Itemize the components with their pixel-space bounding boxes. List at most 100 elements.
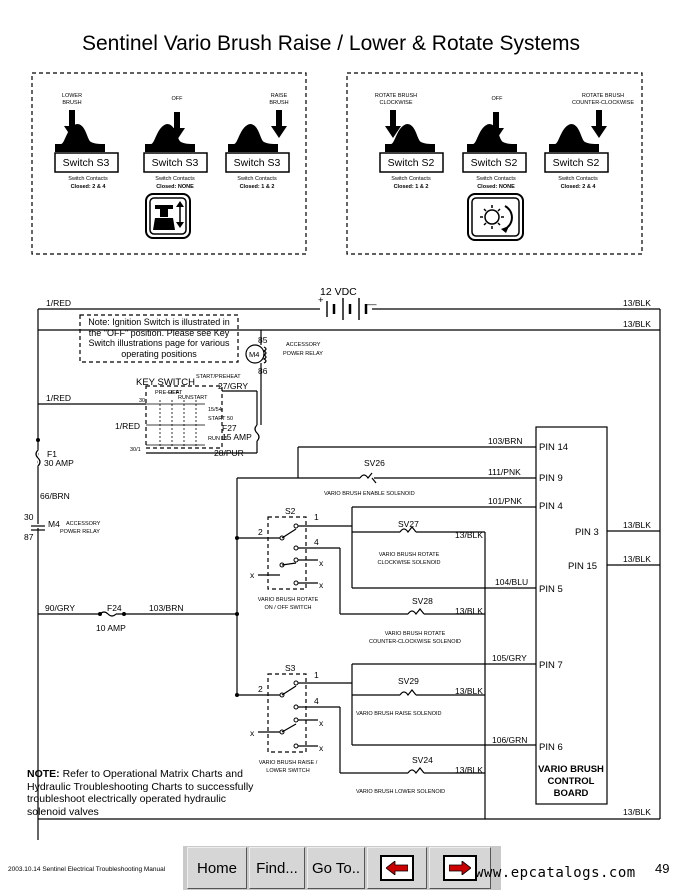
solenoid-label: VARIO BRUSH ENABLE SOLENOID: [324, 491, 415, 497]
next-page-button[interactable]: [429, 847, 491, 889]
wire-label: 104/BLU: [495, 577, 528, 587]
contacts-value: Closed: NONE: [156, 184, 194, 190]
solenoid-id: SV28: [412, 596, 433, 606]
pin-label: PIN 4: [539, 501, 563, 512]
solenoid-id: SV26: [364, 458, 385, 468]
svg-text:VARIO BRUSH RAISE /: VARIO BRUSH RAISE /: [259, 760, 318, 766]
wire-label: 13/BLK: [455, 765, 483, 775]
board-label: VARIO BRUSH: [538, 764, 604, 775]
svg-text:x: x: [250, 570, 255, 580]
fuse-label: 30 AMP: [44, 458, 74, 468]
svg-text:LOWER SWITCH: LOWER SWITCH: [266, 768, 309, 774]
s3-lower-brush: LOWER BRUSH Switch S3 Switch Contacts Cl…: [54, 93, 119, 190]
wire-label: 111/PNK: [488, 467, 521, 477]
board-label: BOARD: [554, 788, 589, 799]
wire-label: 13/BLK: [623, 554, 651, 564]
svg-text:OFF: OFF: [168, 390, 180, 396]
svg-text:x: x: [319, 558, 324, 568]
find-button[interactable]: Find...: [249, 847, 305, 889]
page-title: Sentinel Vario Brush Raise / Lower & Rot…: [82, 32, 581, 55]
left-arrow-icon: [380, 855, 414, 881]
s3-item-label: BRUSH: [62, 100, 81, 106]
home-button[interactable]: Home: [187, 847, 247, 889]
s2-rotate-counter-clockwise: ROTATE BRUSH COUNTER-CLOCKWISE Switch S2…: [544, 93, 634, 190]
wire-label: 13/BLK: [623, 520, 651, 530]
solenoid-id: SV27: [398, 519, 419, 529]
solenoid-label: VARIO BRUSH ROTATE: [379, 552, 440, 558]
svg-text:x: x: [250, 728, 255, 738]
note-text: Refer to Operational Matrix Charts and H…: [27, 768, 254, 818]
svg-text:4: 4: [314, 696, 319, 706]
solenoid-label: VARIO BRUSH LOWER SOLENOID: [356, 789, 445, 795]
wire-label: 13/BLK: [455, 530, 483, 540]
svg-text:S3: S3: [285, 663, 296, 673]
svg-text:1: 1: [314, 670, 319, 680]
svg-text:POWER RELAY: POWER RELAY: [60, 529, 100, 535]
contacts-value: Closed: 2 & 4: [71, 184, 107, 190]
s3-switch-label: Switch S3: [152, 157, 199, 169]
contacts-label: Switch Contacts: [558, 176, 598, 182]
switch-s3: S3 1 2 4 x x x VARIO BRUSH RAISE / LOWER…: [237, 663, 352, 774]
bottom-note: NOTE: Refer to Operational Matrix Charts…: [27, 768, 267, 818]
contacts-label: Switch Contacts: [476, 176, 516, 182]
s3-item-label: RAISE: [271, 93, 288, 99]
svg-text:PRE-HEAT: PRE-HEAT: [155, 390, 183, 396]
svg-text:1: 1: [314, 512, 319, 522]
s2-rotate-clockwise: ROTATE BRUSH CLOCKWISE Switch S2 Switch …: [375, 93, 444, 190]
pin-label: PIN 3: [575, 527, 599, 538]
brush-lift-icon: [145, 193, 191, 239]
goto-button[interactable]: Go To..: [307, 847, 365, 889]
wire-label: 13/BLK: [455, 686, 483, 696]
pin-label: PIN 6: [539, 742, 563, 753]
svg-text:87: 87: [24, 532, 34, 542]
svg-text:M4: M4: [249, 350, 259, 359]
svg-text:x: x: [319, 743, 324, 753]
brush-rotate-icon: [467, 193, 524, 241]
svg-text:86: 86: [258, 366, 268, 376]
pin-label: PIN 9: [539, 473, 563, 484]
contacts-label: Switch Contacts: [155, 176, 195, 182]
fuse-label: 10 AMP: [96, 623, 126, 633]
s3-raise-brush: RAISE BRUSH Switch S3 Switch Contacts Cl…: [225, 93, 290, 190]
board-label: CONTROL: [548, 776, 595, 787]
s3-item-label: OFF: [172, 96, 184, 102]
svg-text:2: 2: [258, 684, 263, 694]
control-board: [535, 426, 608, 805]
pin-label: PIN 14: [539, 442, 568, 453]
s3-panel-border: [31, 72, 307, 255]
s3-item-label: LOWER: [62, 93, 82, 99]
wire-label: 103/BRN: [488, 436, 523, 446]
s2-switch-label: Switch S2: [471, 157, 518, 169]
svg-text:15/54: 15/54: [208, 407, 222, 413]
svg-text:START: START: [190, 395, 208, 401]
s2-switch-label: Switch S2: [388, 157, 435, 169]
wire-label: 13/BLK: [623, 298, 651, 308]
s2-panel-border: [346, 72, 643, 255]
svg-text:POWER RELAY: POWER RELAY: [283, 351, 323, 357]
pin-label: PIN 5: [539, 584, 563, 595]
ignition-note-box: [79, 314, 239, 363]
svg-text:ON / OFF SWITCH: ON / OFF SWITCH: [264, 605, 311, 611]
wire-label: 13/BLK: [623, 807, 651, 817]
wire-label: 1/RED: [46, 298, 71, 308]
fuse-label: F27: [222, 423, 237, 433]
watermark: www.epcatalogs.com: [475, 865, 636, 881]
s2-item-label: ROTATE BRUSH: [582, 93, 624, 99]
wire-label: 13/BLK: [455, 606, 483, 616]
svg-text:RUN 15: RUN 15: [208, 436, 228, 442]
svg-text:—: —: [367, 299, 377, 310]
previous-page-button[interactable]: [367, 847, 427, 889]
svg-text:x: x: [319, 718, 324, 728]
s3-off: OFF Switch S3 Switch Contacts Closed: NO…: [143, 96, 208, 190]
svg-text:30/1: 30/1: [130, 447, 141, 453]
battery-12vdc: 12 VDC + —: [318, 286, 377, 320]
fuse-label: F24: [107, 603, 122, 613]
svg-text:ACCESSORY: ACCESSORY: [286, 342, 321, 348]
svg-text:ACCESSORY: ACCESSORY: [66, 521, 101, 527]
fuse-label: F1: [47, 449, 57, 459]
svg-text:START 50: START 50: [208, 416, 233, 422]
wire-label: 1/RED: [115, 421, 140, 431]
solenoid-id: SV24: [412, 755, 433, 765]
key-switch: KEY SWITCH PRE-HEAT OFF RUN START START/…: [130, 374, 241, 453]
